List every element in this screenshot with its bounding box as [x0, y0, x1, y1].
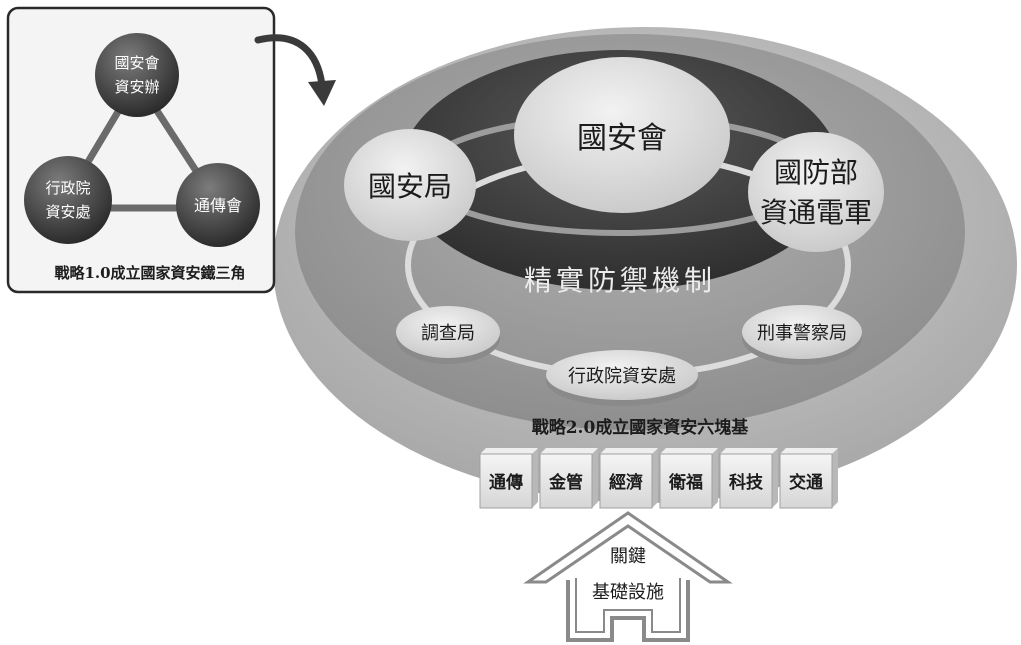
pillar-block: 科技 — [719, 448, 778, 509]
ring-node-right: 刑事警察局 — [742, 305, 862, 365]
core-right-label-line2: 資通電軍 — [760, 196, 872, 229]
pillar-block: 金管 — [539, 448, 598, 509]
pillar-block: 衛福 — [659, 448, 718, 509]
triangle-node-left: 行政院 資安處 — [24, 156, 112, 244]
ring-node-bottom: 行政院資安處 — [546, 350, 698, 406]
ring-node-left: 調查局 — [396, 306, 500, 364]
ring-bottom-label: 行政院資安處 — [568, 366, 676, 387]
core-left-label: 國安局 — [368, 170, 452, 203]
triangle-right-line1: 通傳會 — [194, 196, 242, 215]
triangle-left-line1: 行政院 — [45, 179, 90, 197]
triangle-node-right: 通傳會 — [176, 163, 260, 247]
critical-infrastructure-house: 關鍵 基礎設施 — [523, 511, 733, 642]
ring-right-label: 刑事警察局 — [757, 323, 847, 344]
triangle-top-line2: 資安辦 — [114, 78, 159, 96]
curved-arrow-icon — [254, 34, 336, 106]
triangle-node-top: 國安會 資安辦 — [95, 33, 179, 117]
pillar-label: 金管 — [548, 472, 583, 493]
pillar-block: 經濟 — [599, 448, 658, 509]
pillar-label: 科技 — [729, 472, 764, 493]
triangle-caption: 戰略1.0成立國家資安鐵三角 — [54, 264, 245, 282]
core-node-center: 國安會 — [514, 57, 730, 213]
triangle-top-line1: 國安會 — [114, 54, 159, 72]
triangle-left-line2: 資安處 — [45, 203, 90, 221]
pillar-block: 交通 — [779, 448, 838, 509]
pillar-block: 通傳 — [479, 448, 538, 509]
core-node-left: 國安局 — [344, 129, 476, 241]
core-right-label-line1: 國防部 — [774, 156, 858, 189]
mechanism-label: 精實防禦機制 — [524, 264, 716, 297]
house-label-line2: 基礎設施 — [592, 582, 664, 603]
pillar-label: 交通 — [789, 472, 823, 493]
pillar-label: 通傳 — [489, 472, 523, 493]
strategy-1-panel: 國安會 資安辦 行政院 資安處 通傳會 戰略1.0成立國家資安鐵三角 — [6, 6, 276, 294]
house-label-line1: 關鍵 — [610, 546, 646, 567]
core-center-label: 國安會 — [577, 121, 667, 156]
ring-left-label: 調查局 — [421, 323, 475, 344]
pillar-label: 衛福 — [668, 472, 703, 493]
pillar-group: 通傳 金管 經濟 衛福 科技 交通 — [479, 448, 838, 509]
pillar-label: 經濟 — [609, 472, 643, 493]
core-node-right: 國防部 資通電軍 — [748, 132, 884, 252]
pillars-title: 戰略2.0成立國家資安六塊基 — [532, 417, 750, 438]
